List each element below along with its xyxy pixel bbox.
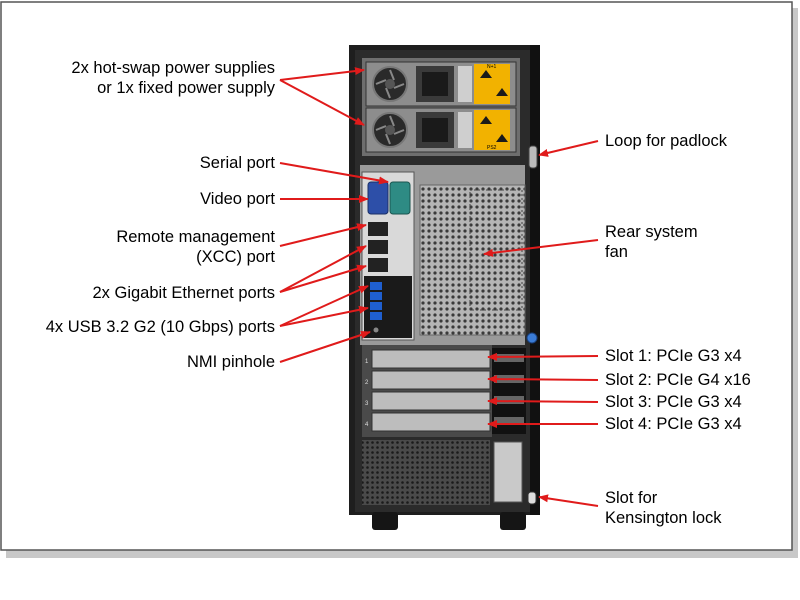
callout-power-supplies-line2: or 1x fixed power supply	[97, 79, 276, 97]
pcie-slot-4	[371, 412, 491, 432]
callout-power-supplies: 2x hot-swap power supplies	[71, 59, 275, 77]
cover-plate	[493, 441, 523, 503]
callout-remote-management-line2: (XCC) port	[196, 248, 275, 266]
callout-slot-2: Slot 2: PCIe G4 x16	[605, 371, 751, 389]
pcie-slot-area: 1 2 3 4	[362, 345, 526, 437]
ethernet-port-2	[368, 258, 388, 272]
callout-serial-port: Serial port	[200, 154, 276, 172]
server-chassis: N+1 PS2	[349, 45, 540, 530]
remote-management-port	[368, 222, 388, 236]
callout-rear-fan-line2: fan	[605, 243, 628, 261]
video-port	[367, 181, 389, 215]
foot-left	[372, 512, 398, 530]
callout-usb-ports: 4x USB 3.2 G2 (10 Gbps) ports	[46, 318, 275, 336]
usb-port-2	[370, 292, 382, 300]
callout-ethernet-ports: 2x Gigabit Ethernet ports	[92, 284, 275, 302]
power-supply-bay: N+1 PS2	[362, 58, 520, 156]
nmi-pinhole	[373, 327, 379, 333]
left-callouts: 2x hot-swap power supplies or 1x fixed p…	[46, 59, 389, 371]
slot-number: 2	[365, 380, 369, 386]
thumbscrew	[526, 332, 538, 344]
callout-nmi-pinhole: NMI pinhole	[187, 353, 275, 371]
usb-port-3	[370, 302, 382, 310]
psu-label-n1: N+1	[487, 64, 497, 70]
bottom-vent	[362, 440, 490, 505]
fan-grille	[420, 185, 525, 335]
callout-kensington: Slot for	[605, 489, 658, 507]
callout-remote-management: Remote management	[116, 228, 275, 246]
callout-video-port: Video port	[200, 190, 275, 208]
pcie-slot-2	[371, 370, 491, 390]
slot-number: 4	[365, 422, 369, 428]
usb-port-1	[370, 282, 382, 290]
callout-slot-1: Slot 1: PCIe G3 x4	[605, 347, 742, 365]
callout-slot-3: Slot 3: PCIe G3 x4	[605, 393, 742, 411]
pcie-slot-1	[371, 349, 491, 369]
serial-port	[389, 181, 411, 215]
foot-right	[500, 512, 526, 530]
right-callouts: Loop for padlock Rear system fan Slot 1:…	[483, 132, 751, 527]
psu-warning-label	[474, 64, 510, 104]
ethernet-port-1	[368, 240, 388, 254]
psu-label-ps2: PS2	[487, 145, 497, 151]
padlock-loop	[528, 145, 538, 169]
callout-padlock-loop: Loop for padlock	[605, 132, 728, 150]
slot-number: 1	[365, 359, 369, 365]
kensington-slot	[527, 491, 537, 505]
psu-warning-label	[474, 110, 510, 150]
slot-number: 3	[365, 401, 369, 407]
callout-rear-fan: Rear system	[605, 223, 698, 241]
usb-port-4	[370, 312, 382, 320]
callout-slot-4: Slot 4: PCIe G3 x4	[605, 415, 742, 433]
pcie-slot-3	[371, 391, 491, 411]
callout-kensington-line2: Kensington lock	[605, 509, 722, 527]
io-module	[361, 171, 415, 341]
